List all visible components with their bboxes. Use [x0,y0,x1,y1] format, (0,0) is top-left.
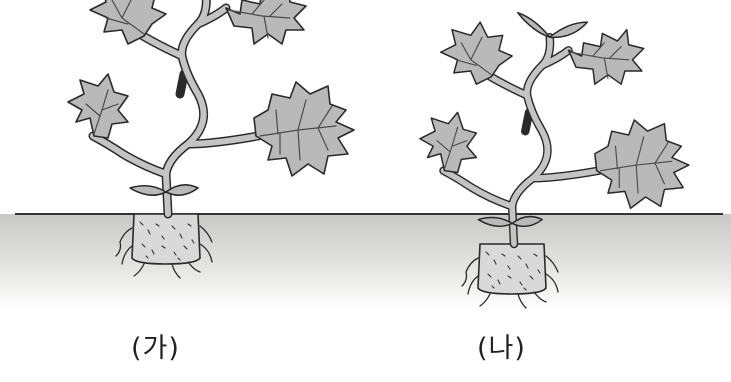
caption-right-plant: (나) [477,326,526,365]
caption-left-plant: (가) [131,326,180,365]
soil-ground [0,214,731,310]
